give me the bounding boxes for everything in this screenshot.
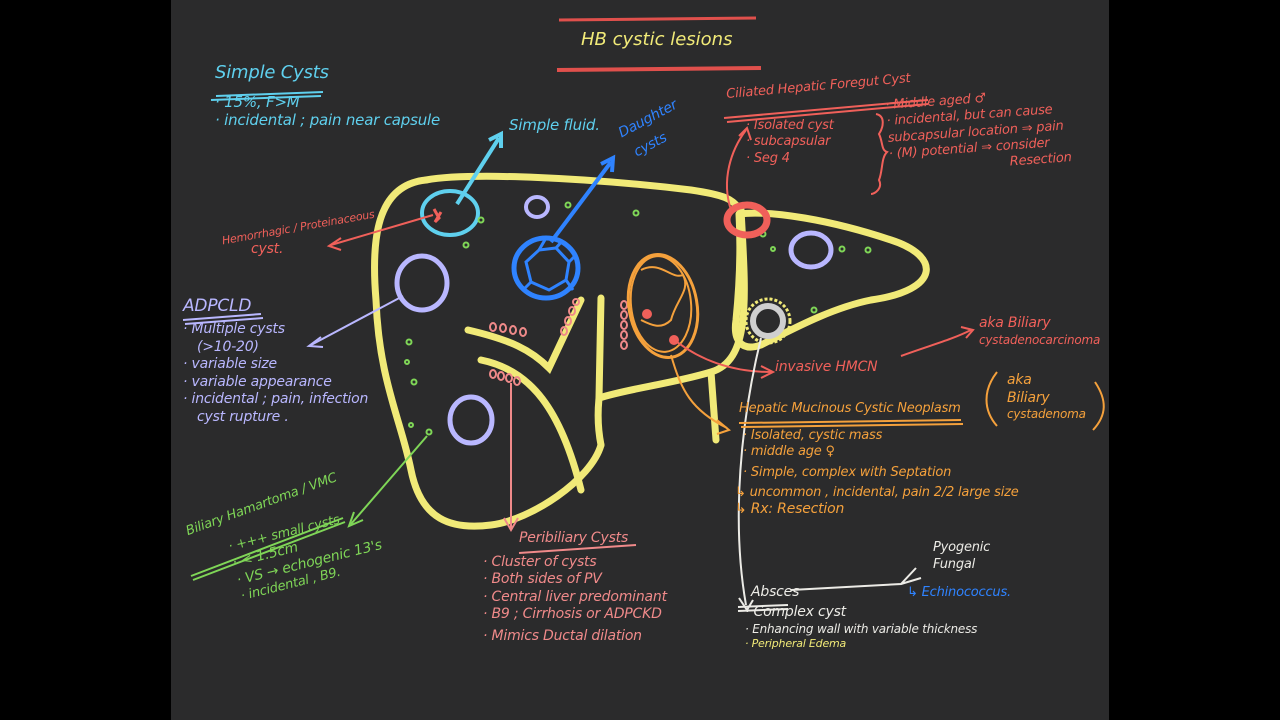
ciliated-left-list: · Isolated cyst · subcapsular · Seg 4 [746, 118, 834, 167]
hmcn-item: · Isolated, cystic mass [743, 428, 883, 443]
hmcn-item: ↳ Rx: Resection [735, 501, 845, 517]
peribiliary-item: · B9 ; Cirrhosis or ADPCKD [483, 606, 662, 622]
abscess-branch-pyogenic: Pyogenic [933, 540, 991, 555]
invasive-hmcn-label: invasive HMCN [775, 359, 878, 375]
hmcn-aka-adenoma-line1: aka [1007, 372, 1032, 388]
page-title: HB cystic lesions [581, 29, 733, 50]
abscess-echinococcus: ↳ Echinococcus. [907, 585, 1011, 600]
hmcn-aka-adenoma-line2: Biliary [1007, 389, 1050, 406]
simple-cysts-item: · 15%, F>M [215, 92, 300, 111]
hmcn-aka-adenoma: aka Biliary cystadenoma [1007, 372, 1086, 422]
simple-cysts-heading: Simple Cysts [215, 62, 329, 83]
liver-diagram [182, 16, 1105, 612]
simple-cysts-item: · incidental ; pain near capsule [215, 111, 441, 130]
adpcld-item: · Multiple cysts [183, 321, 285, 338]
hmcn-item: · middle age ♀ [743, 444, 835, 460]
hmcn-aka-carcinoma-line2: cystadenocarcinoma [979, 333, 1101, 347]
simple-cysts-section: Simple Cysts · 15%, F>M · incidental ; p… [215, 62, 440, 130]
whiteboard-canvas: HB cystic lesions Simple Cysts · 15%, F>… [171, 0, 1109, 720]
hemorrhagic-cyst-label-line2: cyst. [251, 241, 284, 257]
hmcn-item: ↳ uncommon , incidental, pain 2/2 large … [735, 484, 1019, 500]
adpcld-item: · incidental ; pain, infection [183, 391, 369, 408]
peribiliary-item: · Mimics Ductal dilation [483, 627, 642, 644]
adpcld-heading: ADPCLD [183, 296, 252, 316]
hmcn-aka-carcinoma-line1: aka Biliary [979, 315, 1051, 331]
adpcld-item: · variable appearance [183, 373, 332, 390]
peribiliary-section: Peribiliary Cysts · Cluster of cysts · B… [483, 530, 667, 645]
peribiliary-item: · Central liver predominant [483, 588, 667, 605]
abscess-item: · Enhancing wall with variable thickness [745, 621, 978, 636]
peribiliary-heading: Peribiliary Cysts [519, 530, 629, 546]
abscess-heading: Absces [751, 584, 800, 600]
adpcld-item: · variable size [183, 356, 277, 373]
abscess-item-edema: · Peripheral Edema [745, 636, 847, 650]
hmcn-list: · Isolated, cystic mass · middle age ♀ ·… [735, 428, 1019, 519]
peribiliary-item: · Cluster of cysts [483, 553, 597, 570]
adpcld-item: (>10-20) [197, 338, 259, 355]
abscess-branch-fungal: Fungal [933, 557, 976, 572]
hmcn-aka-adenoma-line3: cystadenoma [1007, 407, 1086, 421]
ciliated-right-list: · Middle aged ♂ · incidental, but can ca… [885, 85, 1072, 179]
hmcn-heading: Hepatic Mucinous Cystic Neoplasm [739, 401, 961, 416]
ciliated-item: · Isolated cyst [746, 118, 834, 133]
abscess-list: · Complex cyst · Enhancing wall with var… [745, 604, 977, 650]
adpcld-item: cyst rupture . [197, 408, 289, 425]
abscess-item: · Complex cyst [745, 604, 846, 620]
peribiliary-item: · Both sides of PV [483, 571, 602, 587]
hmcn-item: · Simple, complex with Septation [743, 464, 952, 480]
adpcld-section: ADPCLD · Multiple cysts (>10-20) · varia… [183, 296, 368, 426]
simple-fluid-label: Simple fluid. [509, 116, 600, 134]
ciliated-item: · Seg 4 [746, 150, 790, 166]
ciliated-item: · subcapsular [746, 134, 831, 150]
